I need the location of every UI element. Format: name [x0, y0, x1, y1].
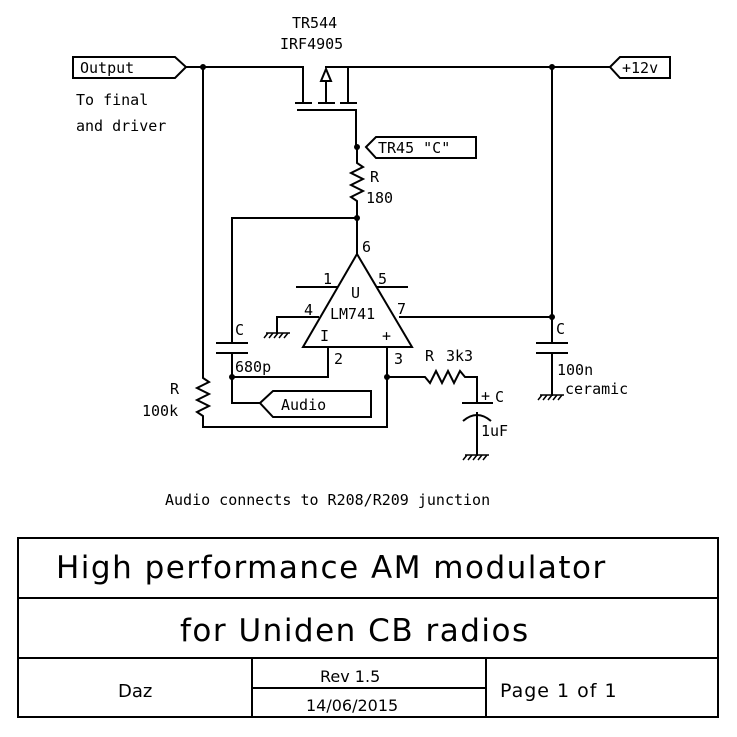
mosfet-tr544: TR544 IRF4905	[202, 14, 357, 148]
svg-text:+: +	[481, 387, 490, 405]
resistor-r180: R 180	[348, 146, 393, 219]
svg-text:LM741: LM741	[330, 305, 375, 323]
port-tr45-label: TR45 "C"	[378, 139, 450, 157]
ground-icon	[263, 332, 290, 339]
port-audio[interactable]: Audio	[258, 390, 372, 418]
wire-pin2	[231, 346, 329, 378]
title-block: High performance AM modulator for Uniden…	[17, 537, 719, 718]
port-tr45[interactable]: TR45 "C"	[364, 136, 477, 159]
title-line-2: for Uniden CB radios	[180, 613, 530, 649]
output-note-2: and driver	[76, 117, 166, 135]
capacitor-c100n: C 100n ceramic	[536, 320, 628, 398]
port-output[interactable]: Output	[72, 56, 188, 79]
capacitor-c680p: C 680p	[216, 321, 271, 404]
opamp-lm741: 6 1 5 U LM741 4 7 I + 2 3	[296, 238, 414, 368]
svg-text:680p: 680p	[235, 358, 271, 376]
svg-text:1uF: 1uF	[481, 422, 508, 440]
author: Daz	[118, 681, 152, 702]
wire-feedback	[231, 217, 358, 344]
svg-text:2: 2	[334, 350, 343, 368]
junction	[229, 374, 235, 380]
svg-text:5: 5	[378, 270, 387, 288]
transistor-ref: TR544	[292, 14, 337, 32]
resistor-r100k: R 100k	[142, 66, 388, 428]
capacitor-c1uf: + C 1uF	[462, 387, 508, 456]
svg-text:180: 180	[366, 189, 393, 207]
svg-text:3k3: 3k3	[446, 347, 473, 365]
svg-text:C: C	[556, 320, 565, 338]
svg-text:7: 7	[397, 300, 406, 318]
ground-icon	[462, 454, 489, 461]
revision: Rev 1.5	[320, 667, 380, 686]
port-12v[interactable]: +12v	[608, 56, 671, 79]
svg-text:C: C	[495, 388, 504, 406]
mosfet-arrow-icon	[319, 66, 333, 82]
svg-text:3: 3	[394, 350, 403, 368]
svg-text:6: 6	[362, 238, 371, 256]
svg-text:I: I	[320, 327, 329, 345]
mosfet-gate	[297, 109, 357, 148]
port-12v-label: +12v	[622, 59, 658, 77]
port-output-label: Output	[80, 59, 134, 77]
date: 14/06/2015	[306, 696, 398, 715]
svg-text:100n: 100n	[557, 361, 593, 379]
output-note-1: To final	[76, 91, 148, 109]
svg-text:U: U	[351, 284, 360, 302]
svg-text:C: C	[235, 321, 244, 339]
svg-text:1: 1	[323, 270, 332, 288]
svg-text:R: R	[170, 380, 180, 398]
wire-output-drain	[202, 66, 304, 104]
resistor-r3k3: R 3k3	[386, 347, 478, 404]
port-audio-label: Audio	[281, 396, 326, 414]
title-line-1: High performance AM modulator	[56, 550, 607, 586]
transistor-part: IRF4905	[280, 35, 343, 53]
svg-text:100k: 100k	[142, 402, 178, 420]
svg-text:R: R	[425, 347, 435, 365]
svg-text:4: 4	[304, 301, 313, 319]
svg-text:R: R	[370, 168, 380, 186]
wire-pin4-ground	[276, 316, 319, 334]
wire-source	[325, 66, 349, 104]
svg-text:+: +	[382, 327, 391, 345]
junction	[549, 314, 555, 320]
ground-icon	[537, 394, 564, 401]
audio-note: Audio connects to R208/R209 junction	[165, 491, 490, 509]
page-number: Page 1 of 1	[500, 680, 618, 702]
svg-text:ceramic: ceramic	[565, 380, 628, 398]
